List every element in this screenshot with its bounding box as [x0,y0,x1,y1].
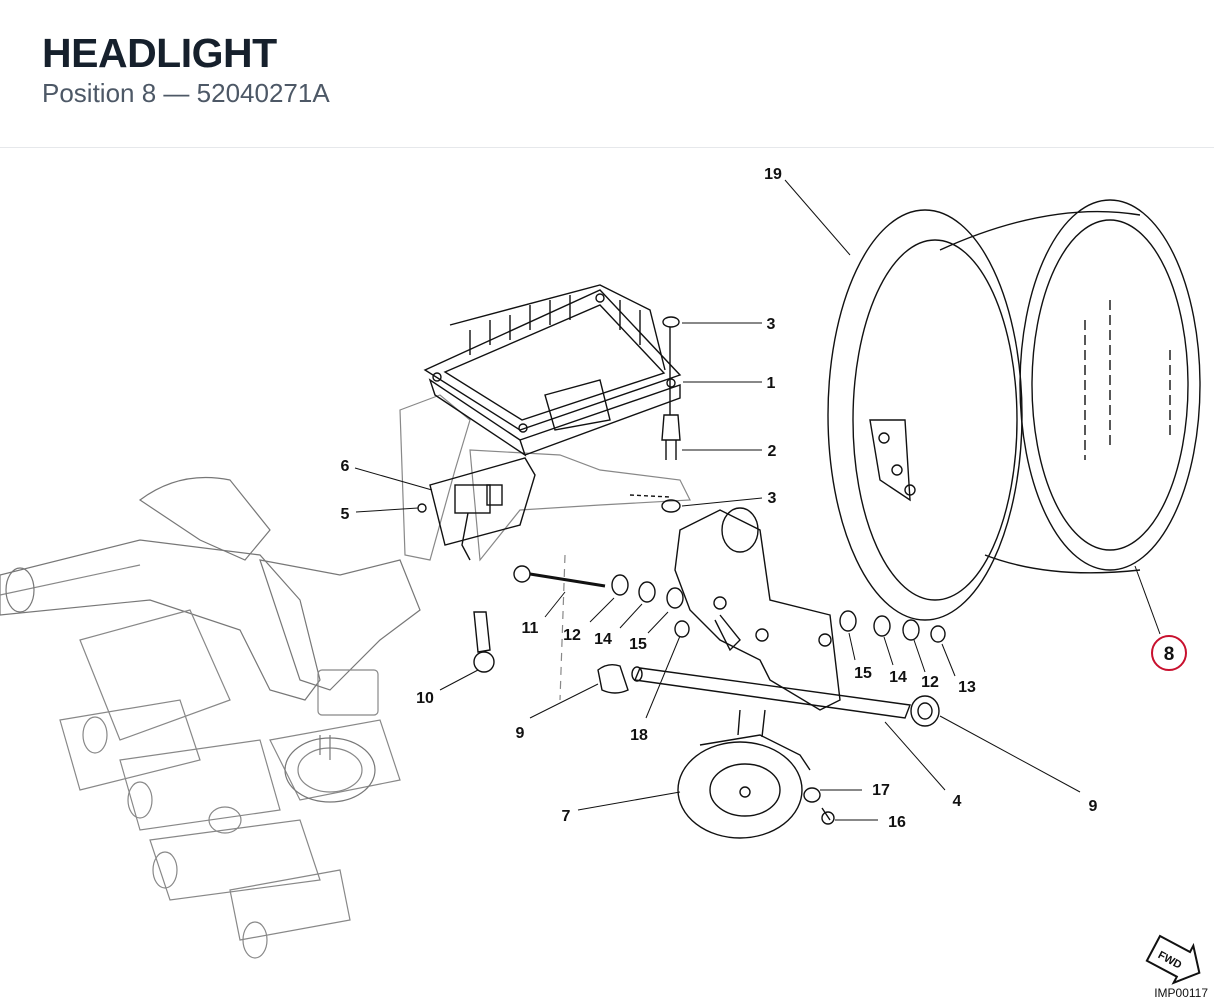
callout-13: 13 [958,679,976,696]
callout-14-right: 14 [889,669,907,686]
page-subtitle: Position 8 — 52040271A [42,78,330,109]
callout-9-right: 9 [1089,798,1098,815]
callout-10: 10 [416,690,434,707]
callout-7: 7 [562,808,571,825]
callout-4: 4 [953,793,962,810]
callout-labels: 19 3 1 2 3 6 5 11 12 14 15 10 9 18 15 14… [341,166,1098,831]
fwd-arrow-icon: FWD [1145,934,1201,985]
parts-drawing [417,199,1201,839]
callout-15-left: 15 [629,636,647,653]
highlighted-callout-8[interactable]: 8 [1151,635,1187,671]
callout-19: 19 [764,166,782,183]
callout-11: 11 [522,620,539,637]
image-reference: IMP00117 [1154,986,1208,1000]
callout-3-lower: 3 [768,490,777,507]
callout-18: 18 [630,727,648,744]
callout-15-right: 15 [854,665,872,682]
callout-16: 16 [888,814,906,831]
exploded-parts-diagram: 19 3 1 2 3 6 5 11 12 14 15 10 9 18 15 14… [0,148,1214,1003]
callout-12-right: 12 [921,674,939,691]
page-header: HEADLIGHT Position 8 — 52040271A [0,0,1214,148]
frame-drawing [0,394,691,959]
part-number: 52040271A [196,78,330,108]
callout-14-left: 14 [594,631,612,648]
page-title: HEADLIGHT [42,30,277,76]
leader-lines [354,179,1161,821]
subtitle-separator: — [163,78,190,108]
callout-3-top: 3 [767,316,776,333]
callout-2: 2 [768,443,777,460]
callout-12-left: 12 [563,627,581,644]
callout-17: 17 [872,782,890,799]
callout-5: 5 [341,506,350,523]
position-label: Position 8 [42,78,157,108]
highlight-ring [1151,635,1187,671]
callout-9-left: 9 [516,725,525,742]
callout-1: 1 [767,375,776,392]
callout-8: 8 [1164,644,1175,665]
callout-6: 6 [341,458,350,475]
